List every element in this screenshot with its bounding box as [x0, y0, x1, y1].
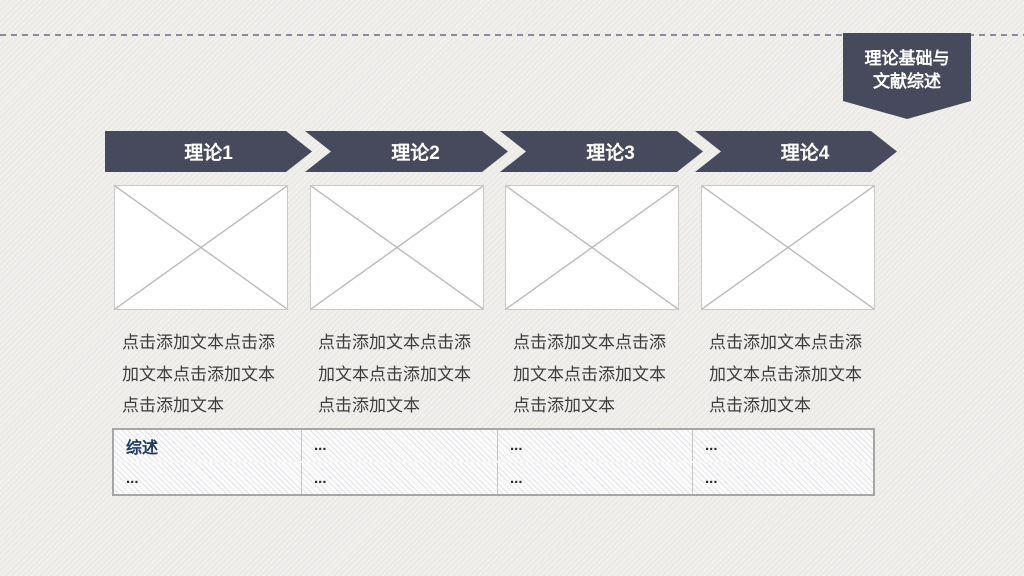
table-cell-r2c4[interactable]: ... [692, 463, 873, 494]
arrow-step-4-label: 理论4 [780, 143, 830, 164]
arrow-step-4: 理论4 [695, 131, 897, 172]
image-placeholder-2[interactable] [310, 185, 484, 310]
section-badge: 理论基础与 文献综述 [843, 33, 971, 119]
badge-title-line-1: 理论基础与 [864, 49, 950, 68]
table-cell-r2c2[interactable]: ... [301, 463, 497, 494]
image-placeholder-4[interactable] [701, 185, 875, 310]
table-cell-r1c2[interactable]: ... [301, 430, 497, 461]
table-cell-r1c3[interactable]: ... [497, 430, 692, 461]
table-cell-r1c4[interactable]: ... [692, 430, 873, 461]
text-placeholder-4[interactable]: 点击添加文本点击添加文本点击添加文本点击添加文本 [709, 333, 862, 415]
top-dashed-divider [0, 34, 1024, 36]
summary-table: 综述 ... ... ... ... ... ... ... [112, 428, 875, 496]
arrow-step-3: 理论3 [500, 131, 703, 172]
arrow-step-2: 理论2 [305, 131, 508, 172]
table-cell-r2c3[interactable]: ... [497, 463, 692, 494]
table-cell-r1c1[interactable]: 综述 [114, 430, 301, 461]
arrow-step-2-label: 理论2 [391, 143, 440, 164]
text-placeholder-2[interactable]: 点击添加文本点击添加文本点击添加文本点击添加文本 [318, 333, 471, 415]
text-placeholder-1[interactable]: 点击添加文本点击添加文本点击添加文本点击添加文本 [122, 333, 275, 415]
badge-title-line-2: 文献综述 [873, 72, 941, 91]
table-cell-r2c1[interactable]: ... [114, 463, 301, 494]
text-placeholder-3[interactable]: 点击添加文本点击添加文本点击添加文本点击添加文本 [513, 333, 666, 415]
arrow-step-3-label: 理论3 [586, 143, 635, 164]
image-placeholder-1[interactable] [114, 185, 288, 310]
arrow-step-1: 理论1 [105, 131, 312, 172]
image-placeholder-3[interactable] [505, 185, 679, 310]
arrow-step-1-label: 理论1 [184, 143, 233, 164]
